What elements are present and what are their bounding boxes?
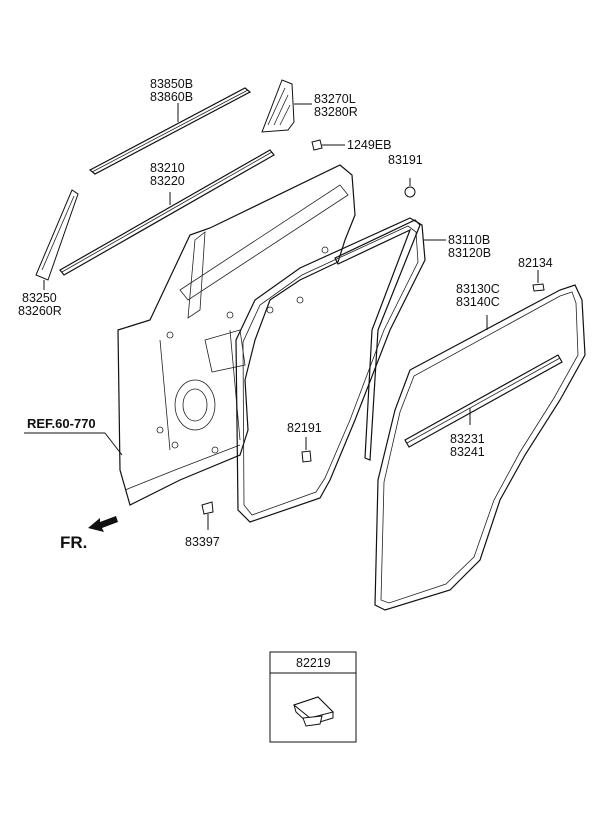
- label-83860b: 83860B: [150, 90, 193, 104]
- channel-strip-part[interactable]: [334, 219, 421, 461]
- window-molding-part[interactable]: [88, 87, 252, 175]
- label-83140c: 83140C: [456, 295, 500, 309]
- garnish-part[interactable]: [261, 79, 312, 133]
- pad-part[interactable]: [201, 501, 214, 530]
- label-83280r: 83280R: [314, 105, 358, 119]
- label-83397: 83397: [185, 535, 220, 549]
- cap-part[interactable]: [292, 696, 334, 727]
- label-83241: 83241: [450, 445, 485, 459]
- clip-part[interactable]: [532, 270, 545, 292]
- part-box: [269, 651, 357, 743]
- label-83850b: 83850B: [150, 77, 193, 91]
- label-82191: 82191: [287, 421, 322, 435]
- label-83130c: 83130C: [456, 282, 500, 296]
- label-83231: 83231: [450, 432, 485, 446]
- label-82134: 82134: [518, 256, 553, 270]
- label-83120b: 83120B: [448, 246, 491, 260]
- door-seal-part[interactable]: [235, 217, 446, 523]
- label-83260r: 83260R: [18, 304, 62, 318]
- label-82219: 82219: [296, 656, 331, 670]
- ref-pointer: [24, 432, 123, 456]
- opening-weatherstrip-part[interactable]: [374, 284, 586, 611]
- front-label: FR.: [60, 533, 87, 552]
- delta-molding-part[interactable]: [35, 189, 79, 290]
- label-83110b: 83110B: [448, 233, 490, 247]
- rear-door-panel[interactable]: [117, 164, 356, 506]
- inner-weatherstrip-part[interactable]: [404, 354, 563, 448]
- label-83210: 83210: [150, 161, 185, 175]
- screw-part[interactable]: [311, 139, 345, 151]
- label-83270l: 83270L: [314, 92, 356, 106]
- label-83250: 83250: [22, 291, 57, 305]
- label-83191: 83191: [388, 153, 423, 167]
- ref-label[interactable]: REF.60-770: [27, 416, 96, 431]
- label-1249eb: 1249EB: [347, 138, 391, 152]
- plug-mid-part[interactable]: [301, 437, 312, 463]
- label-83220: 83220: [150, 174, 185, 188]
- plug-top-part[interactable]: [404, 178, 416, 198]
- front-arrow-icon: [88, 516, 118, 532]
- belt-weatherstrip-part[interactable]: [59, 149, 275, 276]
